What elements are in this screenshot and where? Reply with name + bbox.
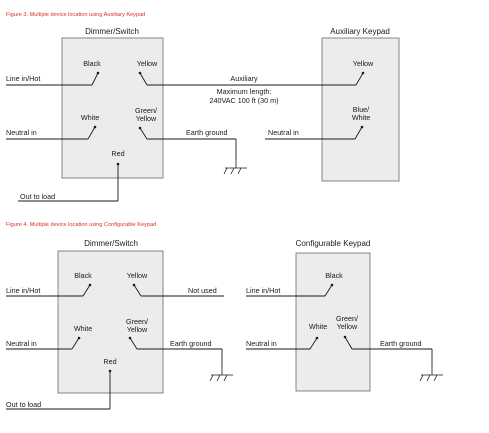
- fig3-max-length-label: Maximum length:: [217, 87, 272, 96]
- fig4-wires: [6, 283, 433, 410]
- fig4-keypad-earth-ground-label: Earth ground: [380, 339, 422, 348]
- fig3-black-label: Black: [83, 59, 101, 68]
- fig4-keypad-green-label: Green/: [336, 314, 358, 323]
- fig3-green-yellow-label: Yellow: [136, 114, 157, 123]
- fig3-neutral-in-label: Neutral in: [6, 128, 37, 137]
- fig4-out-to-load-label: Out to load: [6, 400, 41, 409]
- figure-3-caption: Figure 3. Multiple device location using…: [6, 12, 145, 18]
- fig4-not-used-label: Not used: [188, 286, 217, 295]
- fig4-keypad-white-label: White: [309, 322, 327, 331]
- fig4-earth-ground-label: Earth ground: [170, 339, 212, 348]
- fig3-earth-ground-label: Earth ground: [186, 128, 228, 137]
- fig4-keypad-black-label: Black: [325, 271, 343, 280]
- fig4-yellow-label: Yellow: [127, 271, 148, 280]
- fig4-white-label: White: [74, 324, 92, 333]
- fig3-keypad-box: [321, 37, 400, 182]
- fig3-green-label: Green/: [135, 106, 157, 115]
- fig3-white-label: White: [81, 113, 99, 122]
- fig4-keypad-line-in-label: Line in/Hot: [246, 286, 280, 295]
- fig3-dimmer-box: [61, 37, 164, 179]
- fig4-green-label: Green/: [126, 317, 148, 326]
- fig3-red-label: Red: [111, 149, 124, 158]
- fig3-auxiliary-label: Auxiliary: [230, 74, 258, 83]
- fig4-red-label: Red: [103, 357, 116, 366]
- fig4-keypad-neutral-label: Neutral in: [246, 339, 277, 348]
- fig4-neutral-in-label: Neutral in: [6, 339, 37, 348]
- fig4-black-label: Black: [74, 271, 92, 280]
- fig4-green-yellow-label: Yellow: [127, 325, 148, 334]
- fig3-keypad-blue-label: Blue/: [353, 105, 369, 114]
- fig4-keypad-title: Configurable Keypad: [296, 239, 371, 248]
- fig4-dimmer-box: [57, 250, 164, 394]
- fig4-keypad-box: [295, 252, 371, 392]
- fig4-line-in-label: Line in/Hot: [6, 286, 40, 295]
- fig3-keypad-neutral-label: Neutral in: [268, 128, 299, 137]
- fig4-keypad-green-yellow-label: Yellow: [337, 322, 358, 331]
- fig3-wires: [6, 71, 365, 202]
- fig3-ground-icon: [223, 159, 248, 175]
- fig3-voltage-length-label: 240VAC 100 ft (30 m): [210, 96, 279, 105]
- fig3-keypad-yellow-label: Yellow: [353, 59, 374, 68]
- fig4-dimmer-title: Dimmer/Switch: [84, 239, 138, 248]
- fig4-ground-icon: [209, 366, 234, 382]
- fig3-out-to-load-label: Out to load: [20, 192, 55, 201]
- fig3-keypad-blue-white-label: White: [352, 113, 370, 122]
- fig3-line-in-label: Line in/Hot: [6, 74, 40, 83]
- fig3-keypad-title: Auxiliary Keypad: [330, 27, 390, 36]
- figure-4-caption: Figure 4. Multiple device location using…: [6, 222, 156, 228]
- fig3-dimmer-title: Dimmer/Switch: [85, 27, 139, 36]
- fig3-yellow-label: Yellow: [137, 59, 158, 68]
- fig4-keypad-ground-icon: [419, 366, 444, 382]
